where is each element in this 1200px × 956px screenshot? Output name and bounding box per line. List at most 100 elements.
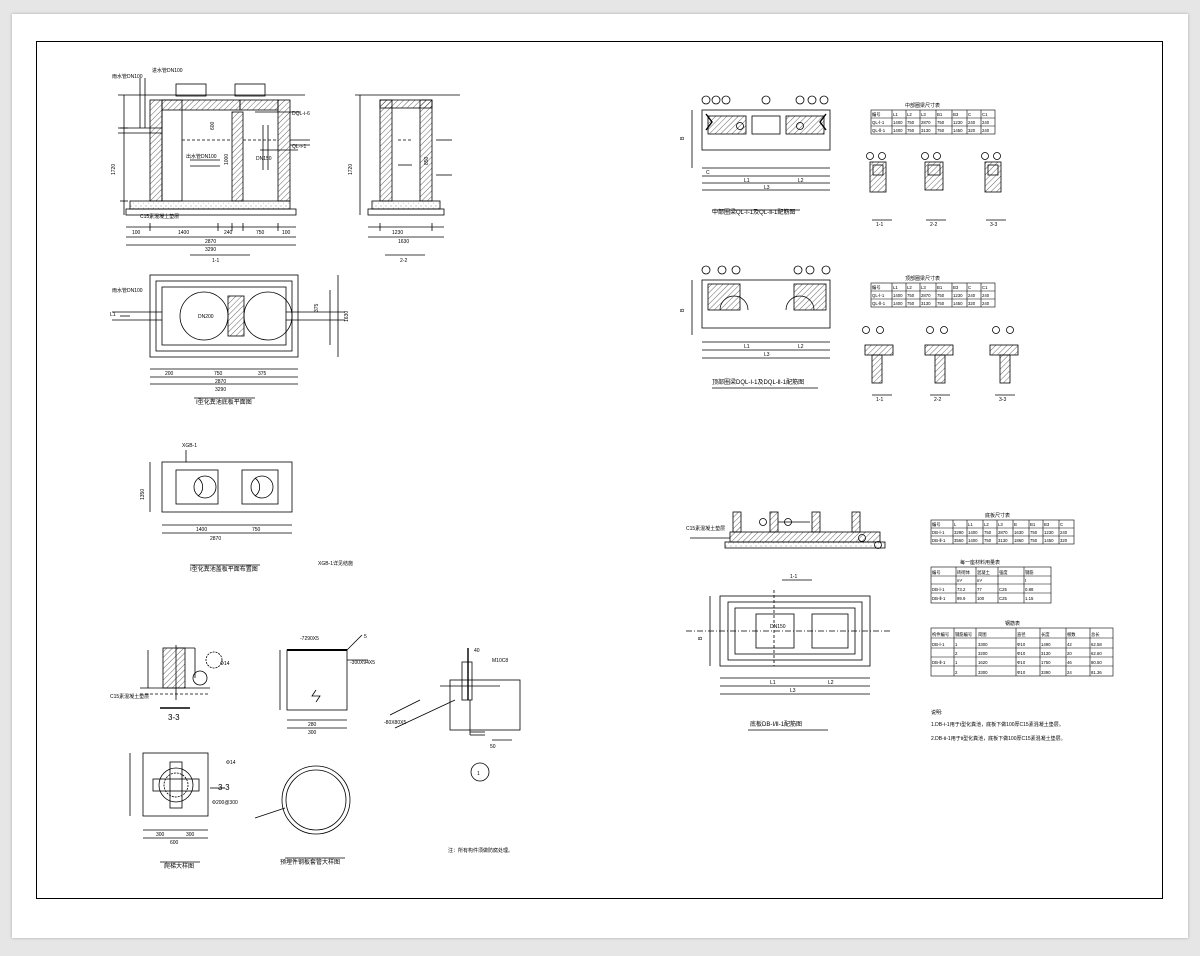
ring-detail xyxy=(254,765,351,859)
t4-cell: 100 xyxy=(977,596,985,601)
dim-280: 280 xyxy=(308,722,317,728)
t1-cell: 2870 xyxy=(921,120,931,125)
t2-header-cell: B1 xyxy=(937,285,943,290)
t4-unit-cell: m³ xyxy=(957,578,963,583)
dim-1350: 1350 xyxy=(140,489,146,500)
t2-header-cell: C1 xyxy=(982,285,988,290)
t3-cell: DB-Ⅱ-1 xyxy=(932,538,946,543)
t3-title: 底板尺寸表 xyxy=(985,512,1010,519)
dim-600: 600 xyxy=(210,121,216,130)
t2-header-cell: L2 xyxy=(907,285,912,290)
t4-cell: C25 xyxy=(999,587,1007,592)
beam1-sec3: 3-3 xyxy=(990,222,997,228)
t1-header-cell: B3 xyxy=(953,112,959,117)
beam2-sections xyxy=(862,326,1019,396)
t1-header-cell: L1 xyxy=(893,112,898,117)
t5-cell: 62.60 xyxy=(1091,651,1102,656)
t5-cell: 81.36 xyxy=(1091,670,1102,675)
t5-cell: 3390 xyxy=(1041,670,1051,675)
t2-header-cell: L1 xyxy=(893,285,898,290)
dim-300b: 300 xyxy=(186,832,195,838)
t2-cell: 1400 xyxy=(893,301,903,306)
t5-cell: Φ10 xyxy=(1017,660,1026,665)
t3-header-cell: C xyxy=(1060,522,1063,527)
t3-header-cell: 编号 xyxy=(932,521,941,528)
section-1-1 xyxy=(118,78,310,256)
t3-cell: 1230 xyxy=(1044,530,1054,535)
t4-header-cell: 钢筋 xyxy=(1025,569,1034,576)
t3-cell: 1450 xyxy=(1044,538,1054,543)
t2-cell: 1230 xyxy=(953,293,963,298)
section-2-2 xyxy=(355,94,460,256)
title-plan: Ⅰ型化粪池底板平面图 xyxy=(196,398,252,406)
t3-cell: 1400 xyxy=(968,530,978,535)
ladder-plan xyxy=(129,752,225,863)
t3-header-cell: L2 xyxy=(984,522,989,527)
beam2-B: B xyxy=(680,308,686,312)
beam1-sec1: 1-1 xyxy=(876,222,883,228)
beam2-elevation xyxy=(691,265,831,389)
t2-header-cell: C xyxy=(968,285,971,290)
t2-header-cell: L3 xyxy=(921,285,926,290)
t5-header-cell: 根数 xyxy=(1067,631,1076,638)
label-c15c: C15素混凝土垫层 xyxy=(686,525,725,532)
label-dn100: 雨水管DN100 xyxy=(112,73,143,80)
t5-cell: 1490 xyxy=(1041,642,1051,647)
label-ring: Φ200@300 xyxy=(212,800,238,806)
dim-375b: 375 xyxy=(258,371,267,377)
t1-title: 中部圈梁尺寸表 xyxy=(905,102,940,109)
beam1-L2: L2 xyxy=(798,178,804,184)
t1-cell: 1400 xyxy=(893,120,903,125)
dim-1720: 1720 xyxy=(111,164,117,175)
dim-300c: 300 xyxy=(308,730,317,736)
note-xgb: XGB-1详见结施 xyxy=(318,560,353,567)
t4-cell: C25 xyxy=(999,596,1007,601)
t2-header-cell: 编号 xyxy=(872,284,881,291)
t5-cell: 20 xyxy=(1067,651,1072,656)
notes-title: 说明: xyxy=(931,709,942,716)
plan-view xyxy=(112,274,345,399)
t4-cell: 77 xyxy=(977,587,982,592)
dim-300a: 300 xyxy=(156,832,165,838)
t5-cell: 46 xyxy=(1067,660,1072,665)
title-ring: 预埋件钢板套管大样图 xyxy=(280,858,340,866)
beam1-L3: L3 xyxy=(764,185,770,191)
t1-cell: 750 xyxy=(937,120,945,125)
t1-header-cell: L2 xyxy=(907,112,912,117)
title-base: 底板DB-Ⅰ/Ⅱ-1配筋图 xyxy=(750,720,802,728)
t1-header-cell: L3 xyxy=(921,112,926,117)
t2-cell: 1450 xyxy=(953,301,963,306)
label-dn100b: 雨水管DN100 xyxy=(112,287,143,294)
labels: 雨水管DN100 进水管DN100 DQL-Ⅰ-6 QL-Ⅰ-1 DN150 出… xyxy=(110,67,1066,870)
beam2-L3: L3 xyxy=(764,352,770,358)
t1-header-cell: B1 xyxy=(937,112,943,117)
dim-2870a: 2870 xyxy=(205,239,216,245)
dim-100b: 100 xyxy=(282,230,291,236)
label-bolt: M10C8 xyxy=(492,658,508,664)
t5-cell: Φ10 xyxy=(1017,670,1026,675)
t5-cell: 24 xyxy=(1067,670,1072,675)
beam1-sec2: 2-2 xyxy=(930,222,937,228)
t4-cell: 99.9 xyxy=(957,596,966,601)
t3-cell: 750 xyxy=(984,538,992,543)
dim-1630b: 1630 xyxy=(344,311,350,322)
label-tube: -7290X5 xyxy=(300,636,319,642)
t2-cell: 750 xyxy=(907,301,915,306)
title-beam1: 中部圈梁QL-Ⅰ-1及QL-Ⅱ-1配筋图 xyxy=(712,208,795,216)
beam2-sec2: 2-2 xyxy=(934,397,941,403)
t4-cell: DB-Ⅱ-1 xyxy=(932,596,946,601)
t4-header-cell: 砖砌体 xyxy=(957,569,971,576)
title-beam2: 顶部圈梁DQL-Ⅰ-1及DQL-Ⅱ-1配筋图 xyxy=(712,378,804,386)
dim-200: 200 xyxy=(165,371,174,377)
label-3b: 3-3 xyxy=(218,783,230,792)
dim-600b: 600 xyxy=(170,840,179,846)
t5-cell: 1 xyxy=(955,642,958,647)
title-ladder: 爬梯大样图 xyxy=(164,862,194,870)
note-bottom: 注：所有构件须做防腐处理。 xyxy=(448,847,513,854)
t1-cell: 240 xyxy=(982,128,990,133)
t3-cell: 3130 xyxy=(998,538,1008,543)
label-dn200: DN200 xyxy=(198,314,214,320)
beam2-sec1: 1-1 xyxy=(876,397,883,403)
t4-header-cell: 混凝土 xyxy=(977,569,991,576)
label-angle: -80X80X5 xyxy=(384,720,406,726)
